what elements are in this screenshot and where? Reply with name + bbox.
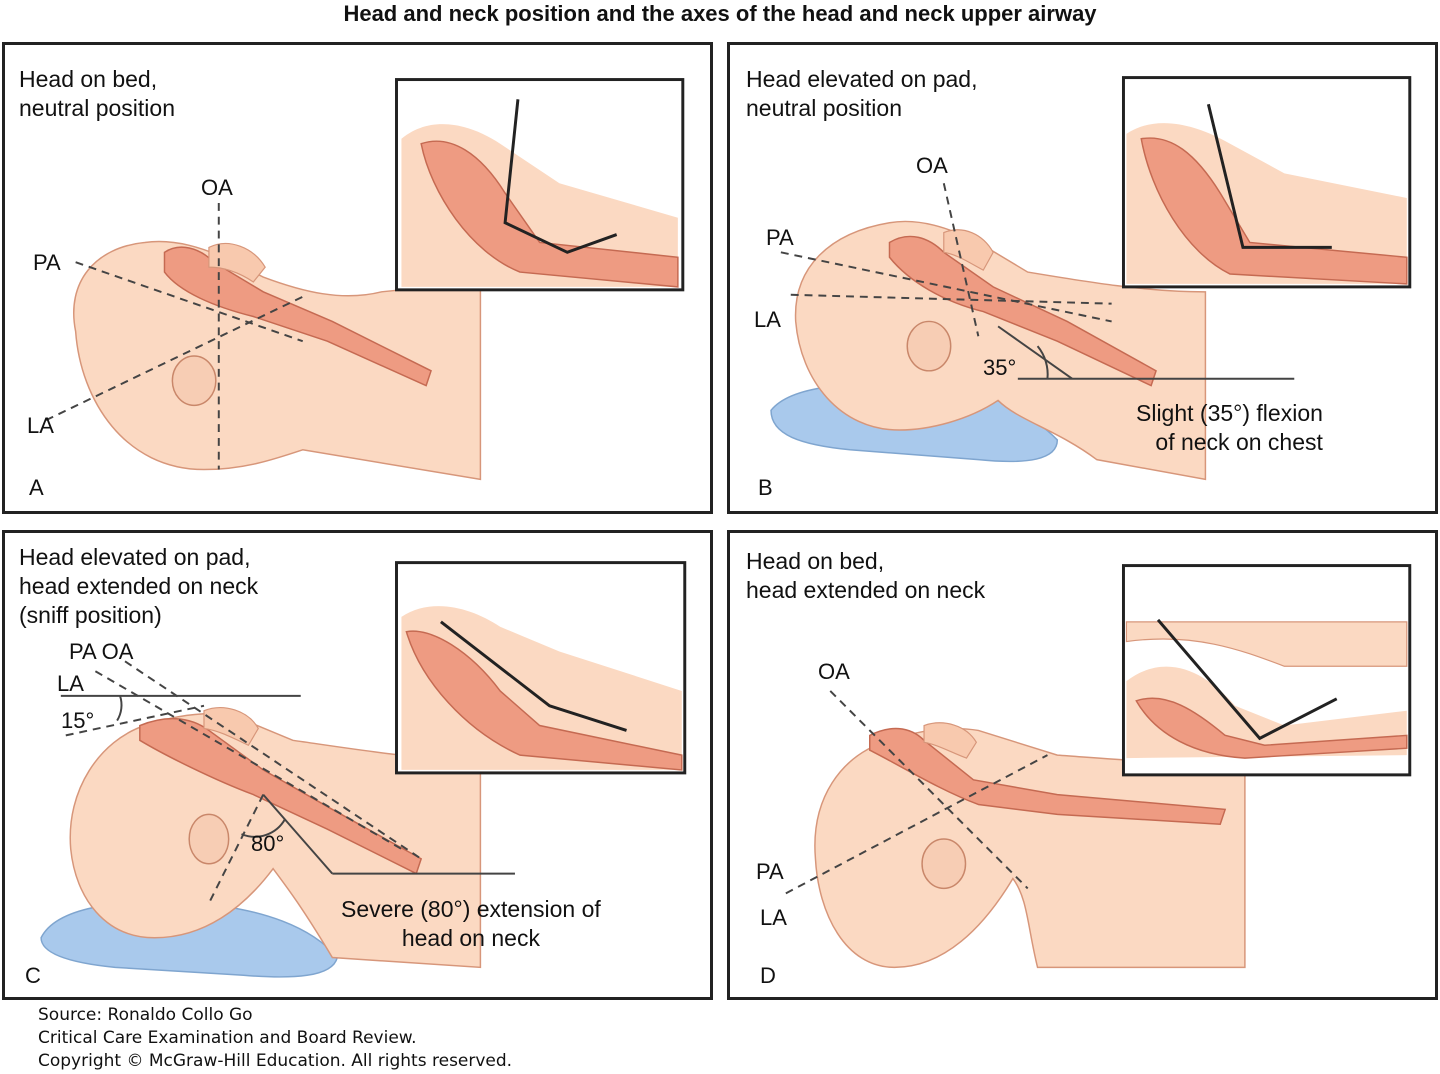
- panel-b: Head elevated on pad, neutral position O…: [727, 42, 1438, 514]
- panel-b-note: Slight (35°) flexion of neck on chest: [1136, 400, 1323, 455]
- panel-c-pa-oa-label: PA OA: [69, 639, 134, 664]
- panel-b-oa-label: OA: [916, 153, 948, 178]
- panel-a-pa-label: PA: [33, 250, 61, 275]
- panel-a-oa-label: OA: [201, 175, 233, 200]
- panel-b-la-label: LA: [754, 307, 781, 332]
- source-credit: Source: Ronaldo Collo Go Critical Care E…: [38, 1004, 512, 1073]
- panel-d: Head on bed, head extended on neck OA PA…: [727, 530, 1438, 1000]
- panel-b-illustration: [770, 76, 1412, 481]
- panel-c-illustration: [40, 561, 687, 978]
- panel-d-illustration: [785, 564, 1412, 969]
- figure-title: Head and neck position and the axes of t…: [343, 1, 1097, 26]
- panel-a-la-label: LA: [27, 413, 54, 438]
- panel-a: Head on bed, neutral position OA PA LA A: [2, 42, 713, 514]
- panel-d-pa-label: PA: [756, 859, 784, 884]
- source-line-1: Source: Ronaldo Collo Go: [38, 1005, 253, 1025]
- panel-b-caption: Head elevated on pad, neutral position: [746, 66, 978, 121]
- panel-a-letter: A: [29, 475, 44, 500]
- panel-c-letter: C: [25, 963, 41, 988]
- panel-b-letter: B: [758, 475, 773, 500]
- panel-d-la-label: LA: [760, 905, 787, 930]
- panel-b-pa-label: PA: [766, 225, 794, 250]
- panel-a-illustration: [45, 78, 685, 481]
- panel-c-caption: Head elevated on pad, head extended on n…: [19, 544, 259, 628]
- source-line-2: Critical Care Examination and Board Revi…: [38, 1028, 417, 1048]
- panel-c-small-angle-label: 15°: [61, 708, 95, 733]
- panel-b-angle-label: 35°: [983, 355, 1017, 380]
- panel-d-caption: Head on bed, head extended on neck: [746, 548, 986, 603]
- panel-a-caption: Head on bed, neutral position: [19, 66, 175, 121]
- source-line-3: Copyright © McGraw-Hill Education. All r…: [38, 1051, 513, 1071]
- panel-c-note: Severe (80°) extension of head on neck: [341, 896, 601, 951]
- panel-d-letter: D: [760, 963, 776, 988]
- panel-c: Head elevated on pad, head extended on n…: [2, 530, 713, 1000]
- panel-c-la-label: LA: [57, 671, 84, 696]
- panel-d-oa-label: OA: [818, 659, 850, 684]
- panel-c-angle-label: 80°: [251, 831, 285, 856]
